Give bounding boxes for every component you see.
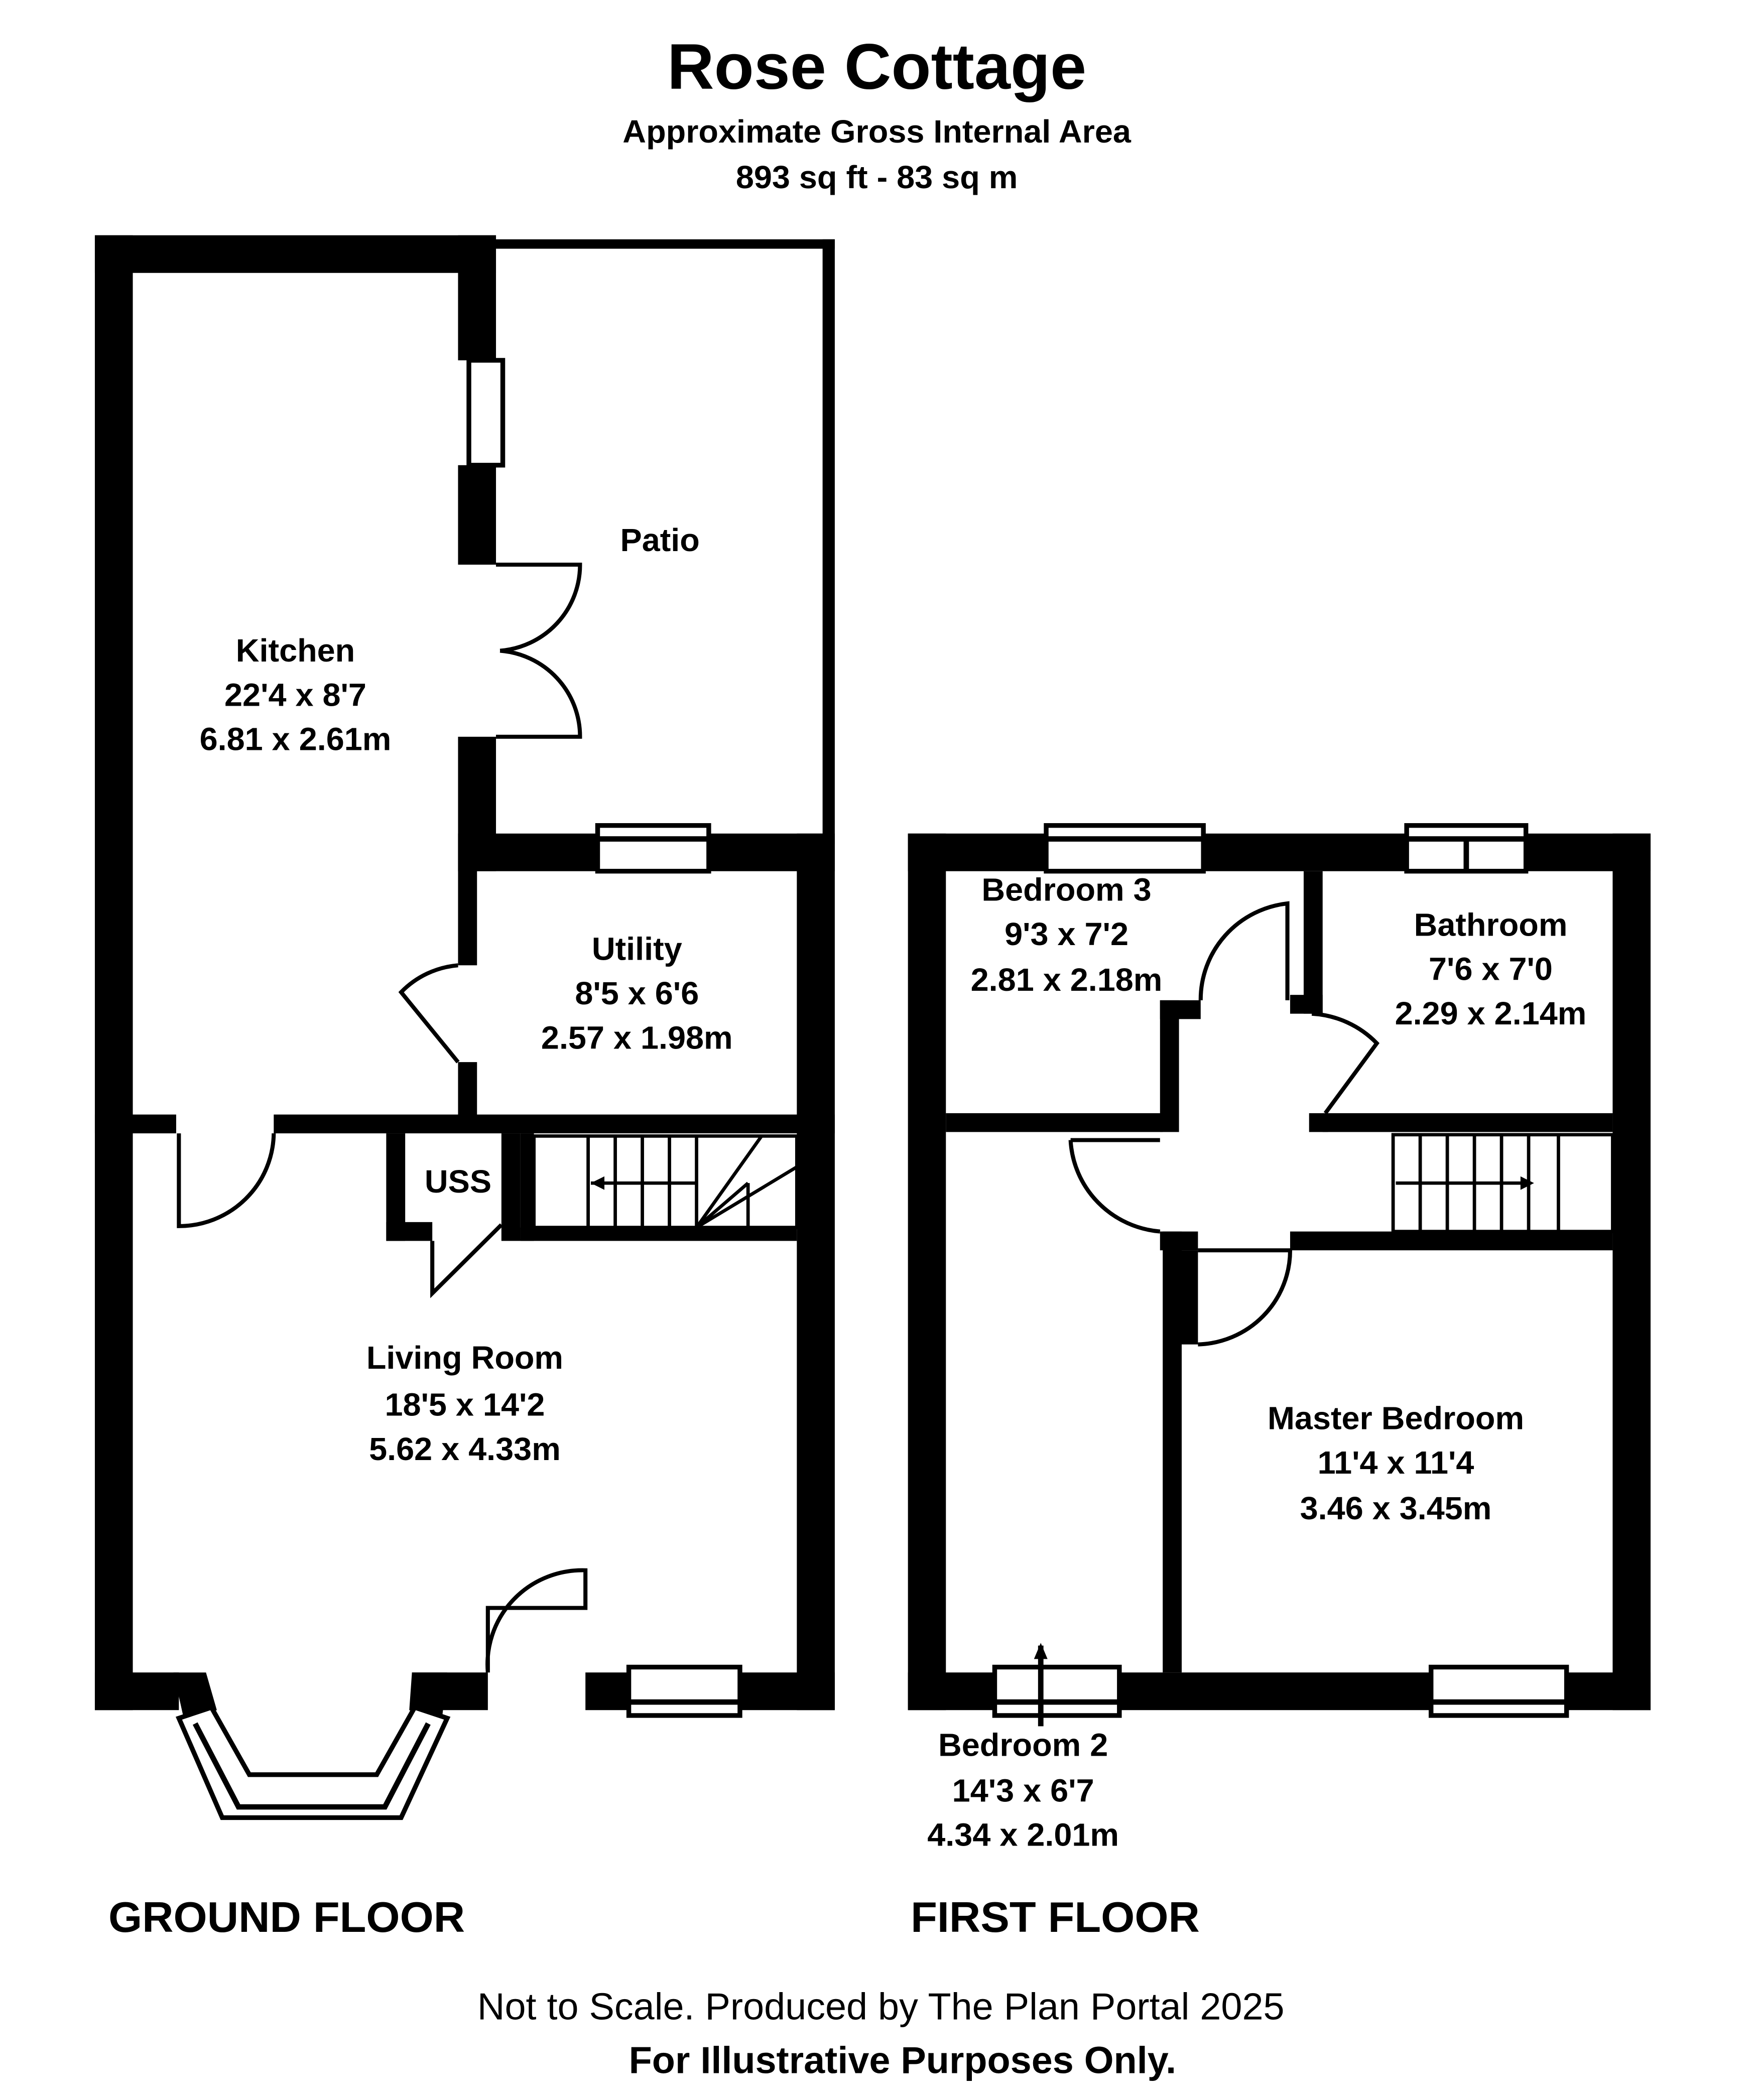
- ground-wall-right: [797, 833, 835, 1711]
- stair-wall-left: [520, 1133, 534, 1241]
- uss-label: USS: [425, 1163, 491, 1200]
- kitchen-door: [177, 1133, 276, 1228]
- utility-wall-top-left: [458, 833, 598, 871]
- utility-wall-left-1: [458, 833, 477, 966]
- living-wall-bottom-right-b: [739, 1672, 835, 1711]
- plan-subtitle: Approximate Gross Internal Area: [622, 113, 1132, 150]
- master-metric: 3.46 x 3.45m: [1300, 1490, 1492, 1526]
- bathroom-imperial: 7'6 x 7'0: [1429, 951, 1553, 987]
- bay-window: [175, 1704, 451, 1820]
- patio-door-lower: [496, 648, 582, 739]
- bedroom2-imperial: 14'3 x 6'7: [952, 1773, 1094, 1809]
- living-wall-bottom-left: [94, 1672, 179, 1711]
- stair-wall-bottom: [520, 1227, 797, 1241]
- bedroom2-door: [1068, 1140, 1161, 1234]
- ground-floor-plan: [94, 235, 835, 1820]
- bedroom3-window: [1044, 823, 1206, 874]
- utility-imperial: 8'5 x 6'6: [575, 975, 699, 1011]
- ground-staircase: [532, 1134, 799, 1229]
- bedroom2-label: Bedroom 2: [938, 1727, 1108, 1763]
- kitchen-imperial: 22'4 x 8'7: [224, 677, 366, 713]
- patio-label: Patio: [620, 522, 700, 558]
- first-floor-label: FIRST FLOOR: [911, 1893, 1200, 1941]
- first-wall-bottom-c: [1566, 1672, 1651, 1711]
- kitchen-patio-wall-2: [458, 465, 496, 565]
- first-wall-right: [1612, 833, 1651, 1711]
- first-floor-plan: [908, 823, 1651, 1727]
- bed2-master-wall: [1163, 1231, 1182, 1673]
- first-wall-top-b: [1203, 833, 1407, 871]
- utility-metric: 2.57 x 1.98m: [541, 1020, 733, 1056]
- kitchen-label: Kitchen: [236, 632, 355, 669]
- bed3-wall-right-b: [1160, 1000, 1201, 1019]
- master-window: [1428, 1664, 1569, 1718]
- bath-wall-left-a: [1303, 871, 1323, 1014]
- bedroom2-metric: 4.34 x 2.01m: [927, 1817, 1119, 1853]
- uss-wall-right: [501, 1133, 521, 1241]
- footer-disclaimer: Not to Scale. Produced by The Plan Porta…: [477, 1986, 1285, 2028]
- patio-edge-top: [490, 239, 835, 249]
- living-imperial: 18'5 x 14'2: [385, 1387, 545, 1423]
- master-label: Master Bedroom: [1268, 1400, 1524, 1436]
- utility-door: [398, 963, 460, 1064]
- utility-window: [595, 823, 711, 874]
- bathroom-door: [1311, 1011, 1380, 1115]
- bedroom3-door: [1198, 901, 1290, 1000]
- first-wall-bottom-b: [1119, 1672, 1431, 1711]
- plan-area: 893 sq ft - 83 sq m: [736, 159, 1018, 195]
- bathroom-metric: 2.29 x 2.14m: [1395, 995, 1587, 1031]
- bedroom2-pointer-icon: [1034, 1643, 1048, 1659]
- master-door: [1198, 1248, 1293, 1347]
- master-imperial: 11'4 x 11'4: [1318, 1445, 1474, 1481]
- first-staircase: [1391, 1133, 1614, 1233]
- living-label: Living Room: [366, 1340, 563, 1376]
- ground-floor-label: GROUND FLOOR: [108, 1893, 465, 1941]
- living-metric: 5.62 x 4.33m: [369, 1431, 561, 1467]
- front-door: [485, 1568, 588, 1673]
- utility-label: Utility: [592, 931, 682, 967]
- uss-door: [430, 1223, 503, 1298]
- bedroom3-metric: 2.81 x 2.18m: [971, 962, 1163, 998]
- ground-wall-top: [94, 235, 496, 273]
- living-wall-bottom-right-a: [585, 1672, 629, 1711]
- kitchen-side-window: [466, 358, 506, 468]
- living-wall-bottom-mid: [412, 1672, 488, 1711]
- master-wall-left-stub: [1181, 1250, 1198, 1345]
- kitchen-metric: 6.81 x 2.61m: [200, 721, 392, 757]
- bedroom2-window: [992, 1664, 1122, 1718]
- ground-wall-left: [94, 235, 133, 1711]
- patio-edge-right: [822, 239, 835, 845]
- landing-wall-b: [1290, 1231, 1613, 1251]
- bath-wall-bottom-b: [1322, 1113, 1613, 1132]
- footer-purpose: For Illustrative Purposes Only.: [629, 2039, 1177, 2081]
- stair-up-arrow-icon: [1520, 1176, 1534, 1190]
- bedroom3-imperial: 9'3 x 7'2: [1004, 916, 1128, 952]
- first-wall-bottom-a: [908, 1672, 995, 1711]
- bath-wall-left-b: [1290, 995, 1323, 1014]
- stair-arrow-icon: [590, 1176, 604, 1190]
- living-front-window: [626, 1664, 742, 1718]
- kitchen-living-wall-2: [274, 1114, 835, 1134]
- bed3-wall-right-a: [1160, 1000, 1179, 1132]
- patio-door-upper: [496, 563, 582, 653]
- utility-wall-top-right: [708, 833, 835, 871]
- bed3-wall-bottom: [946, 1113, 1163, 1132]
- plan-title: Rose Cottage: [667, 31, 1086, 102]
- bedroom3-label: Bedroom 3: [981, 872, 1151, 908]
- bathroom-label: Bathroom: [1414, 907, 1568, 943]
- kitchen-patio-wall-1: [458, 235, 496, 360]
- kitchen-living-wall-1: [94, 1114, 176, 1134]
- first-wall-left: [908, 833, 946, 1711]
- uss-wall-bottom-left: [386, 1222, 433, 1241]
